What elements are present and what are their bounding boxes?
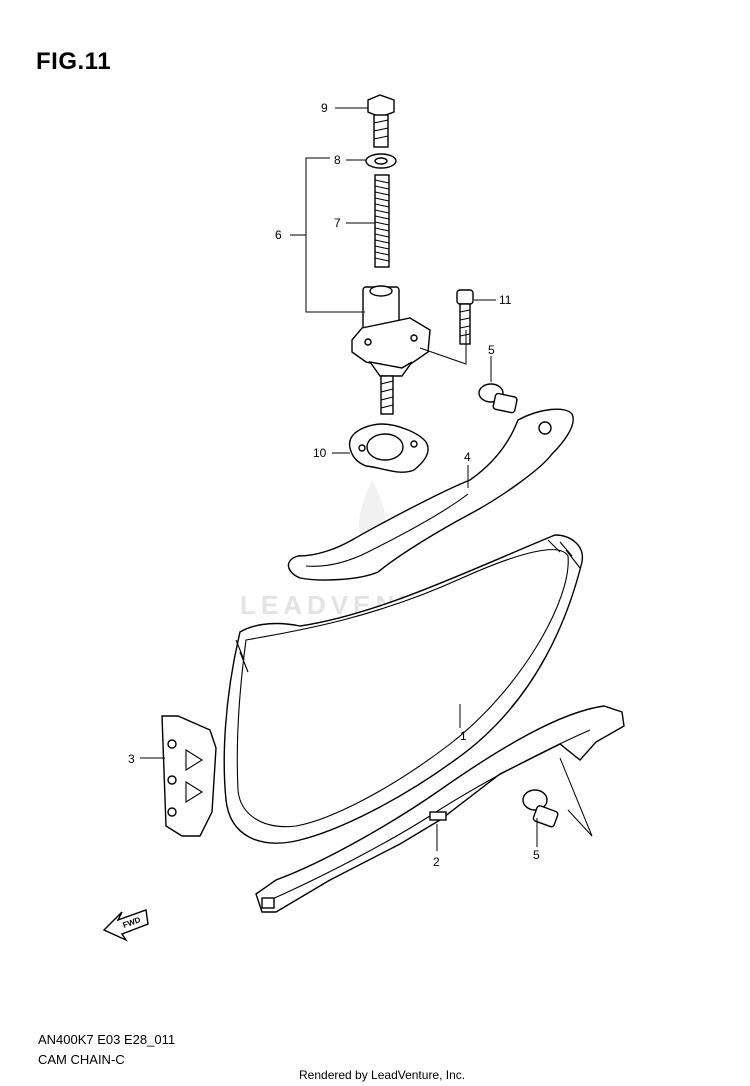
- figure-caption: CAM CHAIN-C: [38, 1052, 125, 1067]
- pin-5-upper: [478, 383, 518, 414]
- figure-code: AN400K7 E03 E28_011: [38, 1032, 176, 1047]
- callout-2: 2: [433, 855, 440, 869]
- leader-lines: [140, 107, 593, 851]
- guide-plate-3: [161, 715, 217, 837]
- washer-8: [365, 153, 397, 169]
- callout-11: 11: [499, 293, 512, 307]
- tensioner-6: [351, 285, 431, 415]
- callout-9: 9: [321, 101, 328, 115]
- callout-4: 4: [464, 450, 471, 464]
- bolt-9: [367, 94, 395, 148]
- callout-1: 1: [460, 729, 467, 743]
- bolt-11: [456, 289, 474, 345]
- callout-8: 8: [334, 153, 341, 167]
- pin-5-lower: [522, 789, 559, 828]
- callout-7: 7: [334, 216, 341, 230]
- callout-labels: 1 2 3 4 5 5 6 7 8 9 10 11: [128, 101, 540, 869]
- figure-title: FIG.11: [36, 48, 112, 75]
- callout-6: 6: [275, 228, 282, 242]
- render-credit: Rendered by LeadVenture, Inc.: [299, 1068, 466, 1082]
- spring-7: [374, 174, 390, 268]
- callout-5-lower: 5: [533, 848, 540, 862]
- fwd-arrow-icon: FWD: [102, 909, 149, 942]
- callout-10: 10: [313, 446, 327, 460]
- callout-3: 3: [128, 752, 135, 766]
- cam-chain-1: [223, 534, 584, 844]
- gasket-10: [349, 423, 429, 473]
- callout-5-upper: 5: [488, 343, 495, 357]
- chain-guide-4: [287, 408, 574, 581]
- chain-guide-2: [255, 705, 625, 913]
